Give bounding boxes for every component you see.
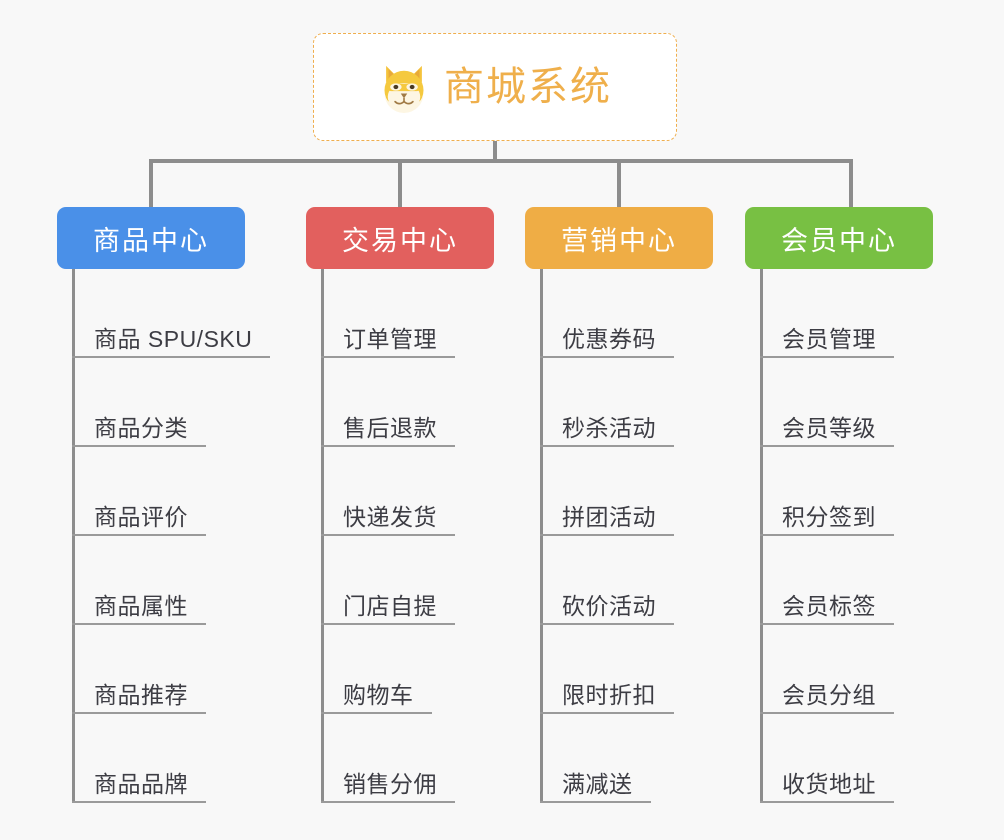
column-marketing-center: 营销中心 优惠券码 秒杀活动 拼团活动 砍价活动 限时折扣: [525, 207, 713, 803]
leaf-label: 秒杀活动: [562, 414, 656, 441]
leaf-underline: [321, 801, 455, 803]
list-item[interactable]: 会员等级: [760, 358, 933, 447]
list-item[interactable]: 会员标签: [760, 536, 933, 625]
list-item[interactable]: 门店自提: [321, 536, 494, 625]
leaf-label: 商品推荐: [94, 681, 188, 708]
leaf-underline: [321, 712, 432, 714]
leaf-label: 优惠券码: [562, 325, 656, 352]
leaf-label: 门店自提: [343, 592, 437, 619]
leaf-underline: [540, 534, 674, 536]
leaf-underline: [760, 445, 894, 447]
connector-drop-4: [849, 159, 853, 209]
leaf-label: 积分签到: [782, 503, 876, 530]
category-header-1[interactable]: 商品中心: [57, 207, 245, 269]
leaf-list-1: 商品 SPU/SKU 商品分类 商品评价 商品属性 商品推荐 商品品牌: [57, 269, 270, 803]
root-node[interactable]: 商城系统: [313, 33, 677, 141]
list-item[interactable]: 限时折扣: [540, 625, 713, 714]
leaf-label: 商品属性: [94, 592, 188, 619]
leaf-underline: [540, 356, 674, 358]
leaf-label: 会员管理: [782, 325, 876, 352]
leaf-underline: [72, 623, 206, 625]
list-item[interactable]: 收货地址: [760, 714, 933, 803]
root-title: 商城系统: [444, 65, 612, 109]
leaf-underline: [760, 534, 894, 536]
leaf-underline: [321, 623, 455, 625]
list-item[interactable]: 会员分组: [760, 625, 933, 714]
shiba-dog-face-icon: [384, 65, 424, 113]
connector-root-stem: [493, 141, 497, 162]
list-item[interactable]: 销售分佣: [321, 714, 494, 803]
leaf-underline: [72, 445, 206, 447]
list-item[interactable]: 商品分类: [72, 358, 245, 447]
category-header-4[interactable]: 会员中心: [745, 207, 933, 269]
leaf-label: 商品分类: [94, 414, 188, 441]
list-item[interactable]: 积分签到: [760, 447, 933, 536]
leaf-label: 商品 SPU/SKU: [94, 325, 253, 352]
leaf-underline: [321, 445, 455, 447]
leaf-underline: [760, 356, 894, 358]
list-item[interactable]: 商品属性: [72, 536, 245, 625]
leaf-underline: [72, 712, 206, 714]
leaf-underline: [760, 623, 894, 625]
list-item[interactable]: 售后退款: [321, 358, 494, 447]
list-item[interactable]: 快递发货: [321, 447, 494, 536]
leaf-underline: [540, 445, 674, 447]
category-header-3[interactable]: 营销中心: [525, 207, 713, 269]
list-item[interactable]: 商品评价: [72, 447, 245, 536]
leaf-label: 商品评价: [94, 503, 188, 530]
list-item[interactable]: 购物车: [321, 625, 494, 714]
leaf-label: 收货地址: [782, 770, 876, 797]
list-item[interactable]: 优惠券码: [540, 269, 713, 358]
list-item[interactable]: 商品推荐: [72, 625, 245, 714]
leaf-label: 快递发货: [343, 503, 437, 530]
leaf-underline: [540, 801, 651, 803]
leaf-label: 拼团活动: [562, 503, 656, 530]
list-item[interactable]: 商品 SPU/SKU: [72, 269, 270, 358]
category-header-2[interactable]: 交易中心: [306, 207, 494, 269]
leaf-label: 满减送: [562, 770, 633, 797]
leaf-underline: [72, 801, 206, 803]
list-item[interactable]: 商品品牌: [72, 714, 245, 803]
leaf-label: 购物车: [343, 681, 414, 708]
leaf-label: 会员标签: [782, 592, 876, 619]
leaf-label: 砍价活动: [562, 592, 656, 619]
leaf-label: 会员等级: [782, 414, 876, 441]
leaf-underline: [72, 356, 270, 358]
connector-drop-2: [398, 159, 402, 209]
leaf-underline: [321, 534, 455, 536]
leaf-underline: [760, 801, 894, 803]
leaf-label: 销售分佣: [343, 770, 437, 797]
leaf-label: 订单管理: [343, 325, 437, 352]
leaf-underline: [540, 712, 674, 714]
leaf-list-3: 优惠券码 秒杀活动 拼团活动 砍价活动 限时折扣 满减送: [525, 269, 713, 803]
list-item[interactable]: 会员管理: [760, 269, 933, 358]
leaf-label: 售后退款: [343, 414, 437, 441]
list-item[interactable]: 砍价活动: [540, 536, 713, 625]
connector-drop-1: [149, 159, 153, 209]
list-item[interactable]: 秒杀活动: [540, 358, 713, 447]
list-item[interactable]: 拼团活动: [540, 447, 713, 536]
connector-horizontal-bus: [149, 159, 853, 163]
column-member-center: 会员中心 会员管理 会员等级 积分签到 会员标签 会员分组: [745, 207, 933, 803]
leaf-underline: [321, 356, 455, 358]
leaf-label: 会员分组: [782, 681, 876, 708]
leaf-list-2: 订单管理 售后退款 快递发货 门店自提 购物车 销售分佣: [306, 269, 494, 803]
leaf-label: 限时折扣: [562, 681, 656, 708]
list-item[interactable]: 订单管理: [321, 269, 494, 358]
leaf-label: 商品品牌: [94, 770, 188, 797]
list-item[interactable]: 满减送: [540, 714, 713, 803]
column-product-center: 商品中心 商品 SPU/SKU 商品分类 商品评价 商品属性 商品推荐: [57, 207, 270, 803]
connector-drop-3: [617, 159, 621, 209]
leaf-underline: [540, 623, 674, 625]
column-trade-center: 交易中心 订单管理 售后退款 快递发货 门店自提 购物车: [306, 207, 494, 803]
leaf-underline: [72, 534, 206, 536]
leaf-underline: [760, 712, 894, 714]
leaf-list-4: 会员管理 会员等级 积分签到 会员标签 会员分组 收货地址: [745, 269, 933, 803]
